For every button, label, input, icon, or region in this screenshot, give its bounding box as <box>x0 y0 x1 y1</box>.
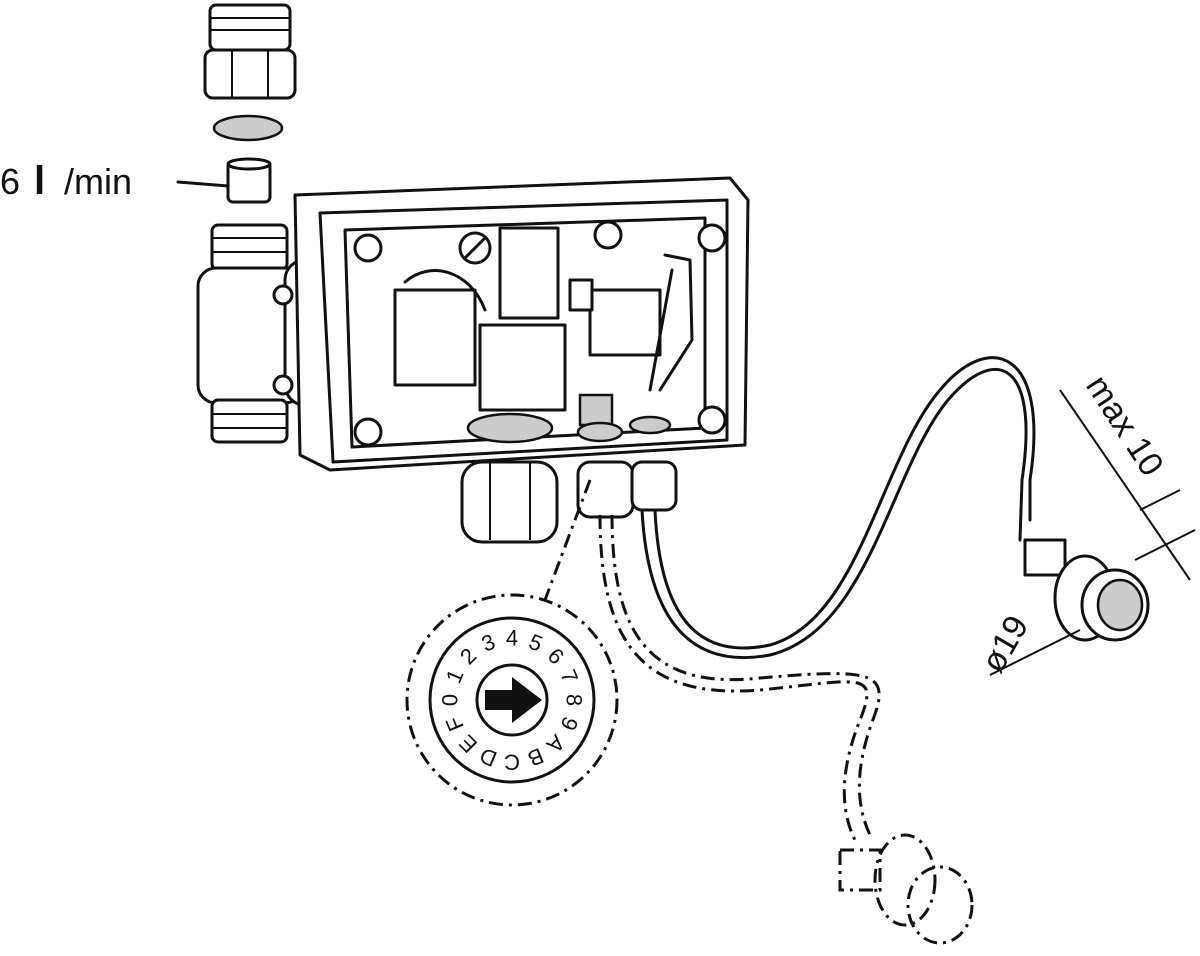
cable-glands <box>460 460 678 544</box>
optional-cable <box>598 514 869 841</box>
optional-cable-outline <box>610 514 881 836</box>
flow-restrictor-leader <box>176 180 230 188</box>
dial-position-2: 2 <box>455 643 481 669</box>
threaded-connector-top <box>203 3 297 100</box>
sensor-cable <box>653 356 1036 650</box>
dial-position-E: E <box>454 730 482 758</box>
max-length-label: max 10 <box>1078 369 1171 483</box>
sensor-push-button <box>1023 538 1150 642</box>
dial-position-C: C <box>504 750 520 775</box>
dial-leader-line <box>543 479 592 601</box>
dial-position-3: 3 <box>478 629 499 657</box>
flow-restrictor <box>226 157 272 204</box>
diameter-label: ø19 <box>974 609 1036 679</box>
dial-position-1: 1 <box>441 666 469 687</box>
dimension-lines <box>989 389 1196 676</box>
dial-position-B: B <box>524 743 547 772</box>
dial-position-A: A <box>542 730 570 758</box>
optional-push-button <box>838 833 974 945</box>
dial-position-F: F <box>441 713 469 735</box>
flow-value: 6 <box>0 161 20 202</box>
dial-position-D: D <box>476 743 500 772</box>
dial-position-0: 0 <box>438 694 463 706</box>
flow-unit-litre: l <box>34 159 45 203</box>
dial-position-9: 9 <box>555 713 583 734</box>
dial-position-8: 8 <box>562 694 587 706</box>
strainer-screen <box>212 114 284 142</box>
flow-unit: /min <box>64 161 132 202</box>
arrow-icon <box>485 677 542 723</box>
dial-position-4: 4 <box>506 626 518 651</box>
dial-position-7: 7 <box>555 666 583 687</box>
dial-position-6: 6 <box>543 643 569 669</box>
dial-position-5: 5 <box>525 629 546 657</box>
control-box <box>293 176 750 472</box>
sensor-cable-outline <box>640 368 1028 660</box>
